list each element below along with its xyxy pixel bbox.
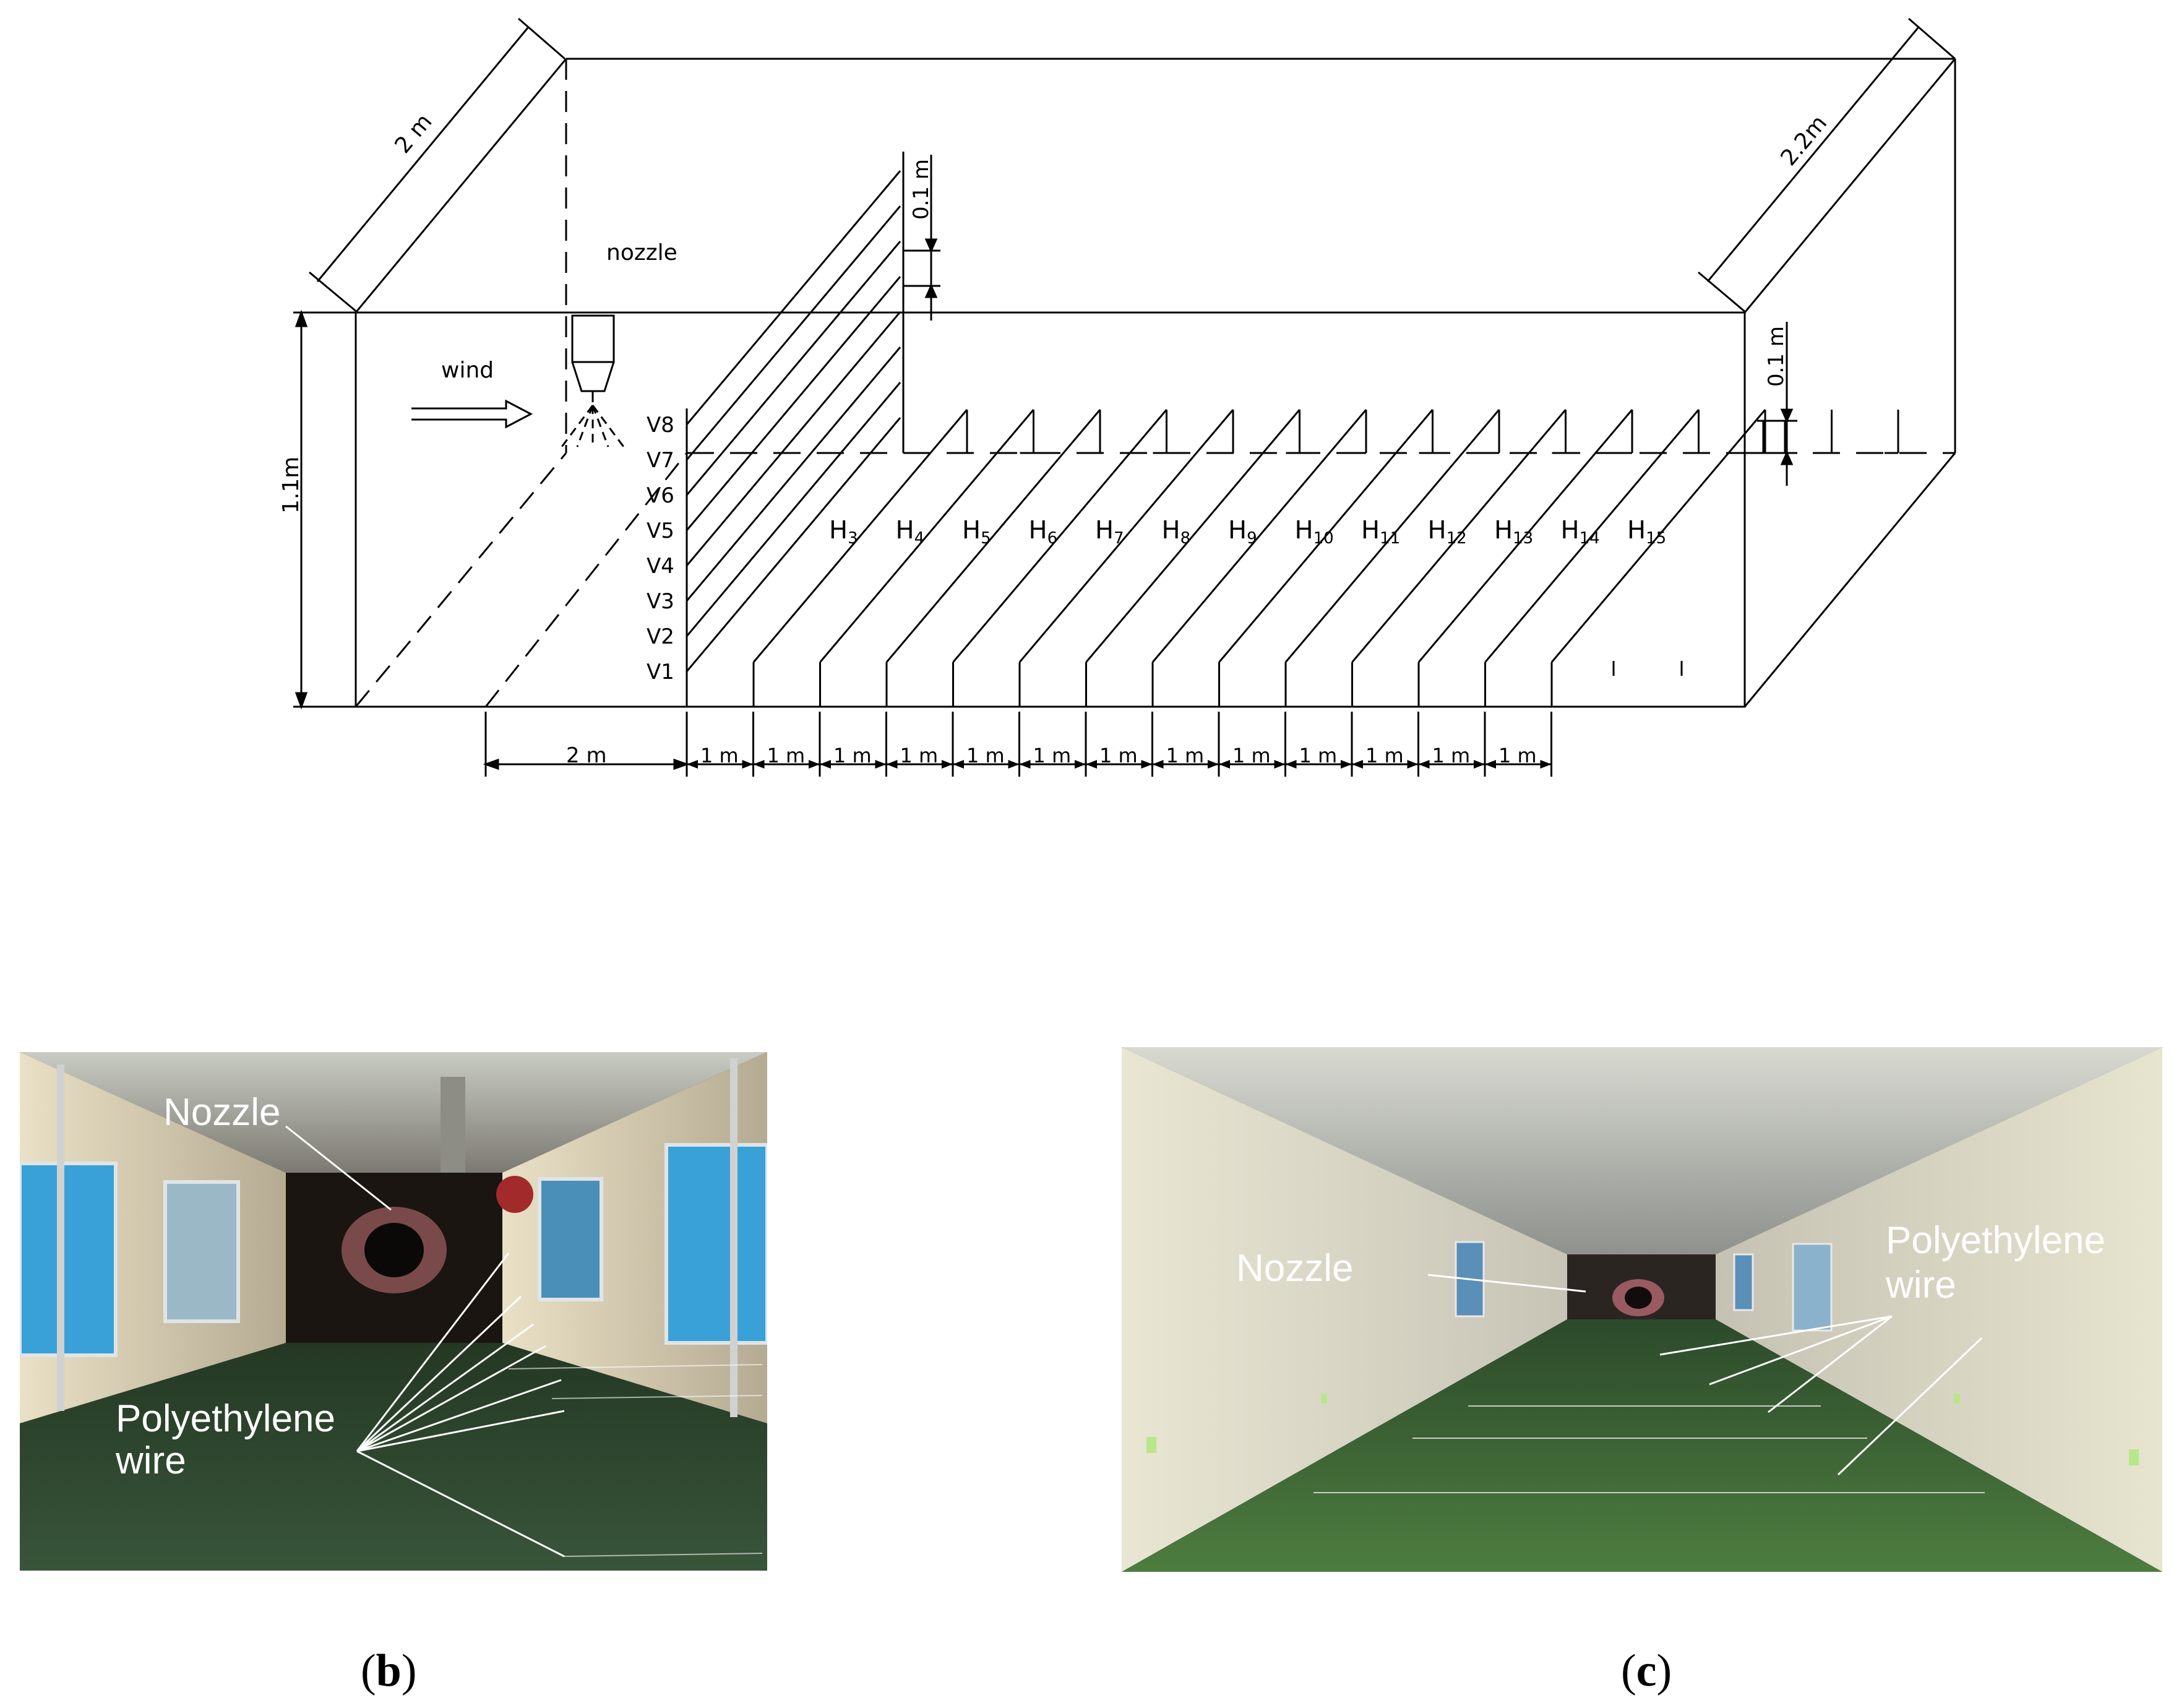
horizontal-wire-line [1151,409,1367,663]
bottom-spacing-label: 1 m [1099,744,1138,767]
photo-b-wire-label-1: Polyethylene [116,1397,336,1440]
spacing-top-label: 0.1 m [909,159,934,220]
vertical-wire-line [686,347,901,602]
caption-c: (c) [1621,1645,1672,1696]
photo-c-nozzle-label: Nozzle [1236,1247,1354,1290]
bottom-spacing-label: 1 m [767,744,806,767]
bottom-spacing-label: 1 m [1166,744,1205,767]
height-label: 1.1m [278,457,304,514]
horizontal-wire-label-h9: H9 [1228,516,1257,548]
photo-c-wire-label-1: Polyethylene [1886,1219,2106,1262]
horizontal-wire-label-h12: H12 [1428,516,1467,548]
horizontal-wire-lines [752,409,1766,707]
horizontal-wire-label-h6: H6 [1029,516,1058,548]
bottom-spacing-label: 1 m [700,744,739,767]
bottom-small-ticks [1612,661,1683,676]
vertical-wire-line [686,382,901,637]
horizontal-wire-line [1018,409,1234,663]
vertical-wire-label-v5: V5 [647,519,674,543]
vertical-wire-line [686,205,901,460]
horizontal-wire-line [1550,409,1766,663]
vertical-wire-label-v4: V4 [647,554,674,579]
horizontal-wire-label-h13: H13 [1494,516,1533,548]
bottom-spacing-dimensions: 1 m 1 m 1 m 1 m 1 m 1 m 1 m 1 m 1 m 1 m 1 m 1 m 1 m [686,712,1552,777]
horizontal-wire-line [1351,409,1567,663]
bottom-spacing-label: 1 m [1432,744,1471,767]
spacing-right-label: 0.1 m [1764,326,1789,387]
bottom-spacing-label: 1 m [1498,744,1537,767]
vertical-wire-label-v6: V6 [647,483,674,508]
wind-arrow [411,399,533,429]
bottom-spacing-label: 1 m [1299,744,1338,767]
horizontal-wire-line [885,409,1101,663]
vertical-wire-line [686,276,901,531]
horizontal-wire-label-h5: H5 [962,516,991,548]
horizontal-wire-label-h3: H3 [829,516,858,548]
bottom-spacing-label: 1 m [833,744,872,767]
bottom-spacing-label: 1 m [966,744,1005,767]
wind-tunnel-schematic: 2 m 2.2m 1.1m nozzle wind V1 V2 V3 V4 V5 V6 V7… [278,17,1956,777]
horizontal-wire-labels: H3 H4 H5 H6 H7 H8 H9 H10 H11 H12 H13 H14 H15 [829,516,1666,548]
photo-c-wire-label-2: wire [1886,1264,1956,1306]
vertical-wire-line [686,241,901,496]
vertical-wire-labels: V1 V2 V3 V4 V5 V6 V7 V8 [647,413,674,684]
vertical-wire-line [686,311,901,566]
dimension-spacing-right: 0.1 m [1757,322,1797,486]
photo-b-wire-label-2: wire [116,1439,186,1482]
vertical-wire-lines [686,170,901,707]
nozzle-label: nozzle [606,240,677,265]
bottom-spacing-label: 1 m [900,744,939,767]
photo-b-wind-tunnel: Nozzle Polyethylene wire [20,1052,767,1571]
horizontal-wire-line [1484,409,1700,663]
horizontal-wire-line [952,409,1167,663]
dimension-width-right: 2.2m [1698,17,1956,314]
vertical-wire-label-v8: V8 [647,413,674,438]
photo-c-wind-tunnel: Nozzle Polyethylene wire [1122,1047,2162,1572]
horizontal-wire-line [1284,409,1500,663]
horizontal-wire-line [1218,409,1434,663]
box-outline [355,58,1956,708]
horizontal-wire-label-h15: H15 [1627,516,1666,548]
bottom-first-label: 2 m [566,743,607,768]
pointer-arrows-c [1427,1274,1983,1476]
top-wire-ticks [953,410,1899,454]
bottom-spacing-label: 1 m [1033,744,1072,767]
horizontal-wire-label-h4: H4 [896,516,925,548]
horizontal-wire-label-h10: H10 [1295,516,1334,548]
photo-b-nozzle-label: Nozzle [163,1091,281,1134]
horizontal-wire-line [819,409,1034,663]
bottom-spacing-label: 1 m [1365,744,1404,767]
dimension-width-left: 2 m [309,17,565,314]
horizontal-wire-label-h7: H7 [1095,516,1124,548]
horizontal-wire-label-h14: H14 [1561,516,1600,548]
vertical-wire-label-v2: V2 [647,624,674,649]
caption-b: (b) [361,1645,417,1696]
wind-label: wind [441,358,494,383]
vertical-wire-line [686,417,901,672]
vertical-wire-line [686,170,901,425]
horizontal-wire-label-h11: H11 [1361,516,1400,548]
vertical-wire-label-v1: V1 [647,660,674,684]
bottom-dimension-chain: 2 m [483,712,690,777]
horizontal-wire-line [1417,409,1633,663]
pointer-arrows-b [285,1125,565,1558]
horizontal-wire-line [752,409,968,663]
dimension-height: 1.1m [278,309,356,710]
horizontal-wire-line [1085,409,1301,663]
width-left-label: 2 m [390,109,437,158]
nozzle-symbol [561,314,625,447]
dimension-spacing-top: 0.1 m [902,152,940,453]
horizontal-wire-label-h8: H8 [1162,516,1191,548]
bottom-spacing-label: 1 m [1232,744,1271,767]
vertical-wire-label-v7: V7 [647,448,674,473]
vertical-wire-label-v3: V3 [647,589,674,614]
